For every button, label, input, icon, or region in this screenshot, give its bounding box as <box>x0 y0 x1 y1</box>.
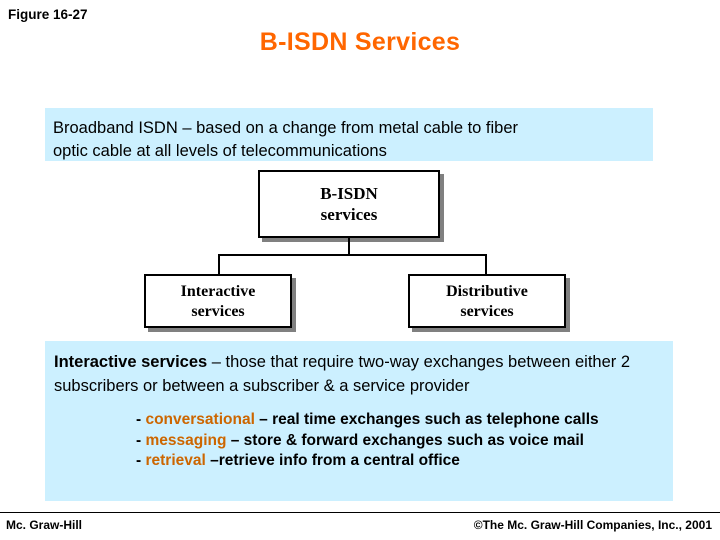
interactive-heading: Interactive services <box>54 353 208 371</box>
interactive-body: – those that require two-way exchanges b… <box>54 353 631 395</box>
connector-vertical-top <box>348 238 350 254</box>
bullet-dash-3: - <box>136 452 146 469</box>
bullet-term-conversational: conversational <box>145 411 255 428</box>
connector-vertical-left <box>218 254 220 274</box>
diagram-node-bisdn-line1: B-ISDN <box>320 184 378 203</box>
bullet-rest-3: –retrieve info from a central office <box>205 452 460 469</box>
list-item: - retrieval –retrieve info from a centra… <box>136 451 665 472</box>
interactive-services-text-box: Interactive services – those that requir… <box>45 341 673 501</box>
interactive-bullet-list: - conversational – real time exchanges s… <box>136 410 665 472</box>
diagram-node-bisdn-services: B-ISDN services <box>258 170 440 238</box>
diagram-node-interactive-line1: Interactive <box>180 283 256 300</box>
list-item: - messaging – store & forward exchanges … <box>136 431 665 452</box>
bullet-dash-1: - <box>136 411 146 428</box>
diagram-node-bisdn-line2: services <box>320 205 378 224</box>
intro-text-box: Broadband ISDN – based on a change from … <box>45 108 653 161</box>
diagram-node-distributive-line1: Distributive <box>446 283 528 300</box>
bisdn-services-diagram: B-ISDN services Interactive services Dis… <box>130 168 590 333</box>
diagram-node-distributive-services: Distributive services <box>408 274 566 328</box>
diagram-node-distributive-line2: services <box>460 303 514 320</box>
page-title: B-ISDN Services <box>259 28 461 56</box>
list-item: - conversational – real time exchanges s… <box>136 410 665 431</box>
connector-horizontal <box>218 254 487 256</box>
footer-divider <box>0 512 720 513</box>
footer-publisher: Mc. Graw-Hill <box>6 518 83 532</box>
connector-vertical-right <box>485 254 487 274</box>
footer-copyright: ©The Mc. Graw-Hill Companies, Inc., 2001 <box>473 518 712 532</box>
bullet-term-retrieval: retrieval <box>145 452 206 469</box>
bullet-term-messaging: messaging <box>145 431 227 449</box>
intro-line-2: optic cable at all levels of telecommuni… <box>53 142 387 160</box>
diagram-node-interactive-line2: services <box>191 303 245 320</box>
bullet-rest-1: – real time exchanges such as telephone … <box>254 411 599 428</box>
interactive-paragraph: Interactive services – those that requir… <box>54 351 665 398</box>
diagram-node-interactive-services: Interactive services <box>144 274 292 328</box>
figure-label: Figure 16-27 <box>8 7 88 22</box>
bullet-dash-2: - <box>136 431 146 449</box>
intro-line-1: Broadband ISDN – based on a change from … <box>53 119 519 137</box>
bullet-rest-2: – store & forward exchanges such as voic… <box>226 431 584 449</box>
